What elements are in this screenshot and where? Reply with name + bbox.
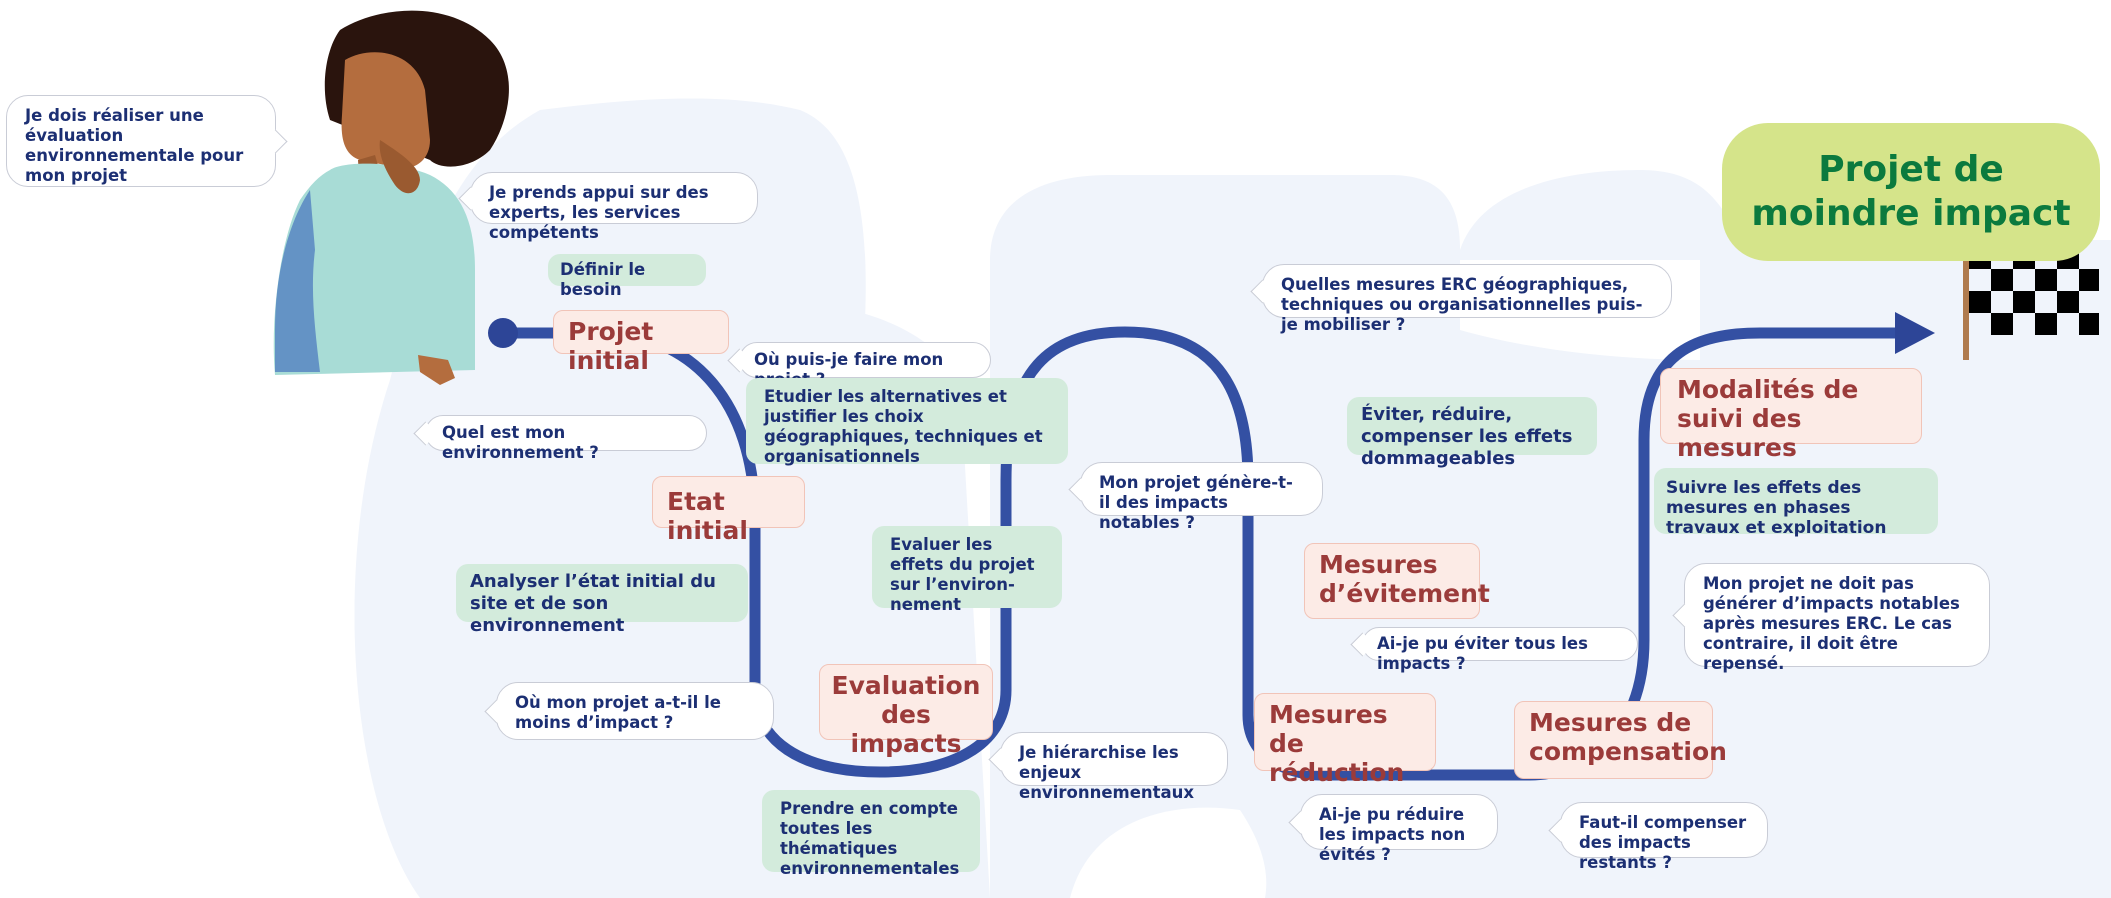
bubble-text: Quel est mon environnement ? (442, 423, 599, 462)
step-evaluation: Evaluation des impacts (819, 664, 993, 758)
action-text: Evaluer les effets du projet sur l’envir… (890, 535, 1035, 614)
step-compensation: Mesures de compensation (1514, 701, 1727, 779)
bubble-text: Je prends appui sur des experts, les ser… (489, 183, 709, 242)
action-definir-besoin: Définir le besoin (548, 254, 706, 299)
path-start-dot (488, 318, 518, 348)
step-evitement: Mesures d’évitement (1304, 543, 1490, 619)
path-arrow-icon (1895, 312, 1935, 354)
step-label: Mesures d’évitement (1319, 550, 1490, 608)
action-text: Suivre les effets des mesures en phases … (1666, 478, 1887, 538)
bubble-repense: Mon projet ne doit pas générer d’impacts… (1672, 563, 1990, 673)
bubble-evaluation-env: Je dois réaliser une évaluation environn… (6, 95, 288, 187)
bubble-impacts-notables: Mon projet génère-t-il des impacts notab… (1068, 462, 1323, 532)
action-text: Etudier les alternatives et justifier le… (764, 387, 1043, 466)
step-label: Projet initial (568, 317, 654, 375)
action-evaluer: Evaluer les effets du projet sur l’envir… (872, 526, 1062, 614)
bubble-ou-projet: Où puis-je faire mon projet ? (727, 342, 991, 389)
bubble-text: Je hiérarchise les enjeux environnementa… (1019, 743, 1195, 802)
action-suivre: Suivre les effets des mesures en phases … (1654, 468, 1938, 538)
step-suivi: Modalités de suivi des mesures (1660, 368, 1922, 462)
bubble-text: Faut-il compenser des impacts restants ? (1579, 813, 1747, 872)
bubble-text: Mon projet ne doit pas générer d’impacts… (1703, 574, 1960, 673)
action-analyser: Analyser l’état initial du site et de so… (456, 564, 748, 636)
action-text: Définir le besoin (560, 260, 646, 299)
step-projet-initial: Projet initial (553, 310, 729, 375)
goal-label: Projet de moindre impact (1751, 149, 2071, 234)
bubble-text: Mon projet génère-t-il des impacts notab… (1099, 473, 1293, 532)
step-label: Modalités de suivi des mesures (1677, 375, 1859, 462)
action-etudier: Etudier les alternatives et justifier le… (746, 378, 1068, 466)
bubble-text: Je dois réaliser une évaluation environn… (25, 106, 244, 185)
bubble-text: Ai-je pu réduire les impacts non évités … (1319, 805, 1466, 864)
step-reduction: Mesures de réduction (1254, 693, 1436, 787)
step-label: Evaluation des impacts (831, 671, 981, 758)
action-text: Prendre en compte toutes les thématiques… (780, 799, 960, 878)
step-etat-initial: Etat initial (652, 476, 805, 545)
bubble-experts: Je prends appui sur des experts, les ser… (458, 172, 758, 242)
bubble-moins-impact: Où mon projet a-t-il le moins d’impact ? (484, 682, 774, 740)
step-label: Etat initial (667, 487, 748, 545)
action-eviter-reduire: Éviter, réduire, compenser les effets do… (1347, 397, 1597, 469)
bubble-environnement: Quel est mon environnement ? (413, 415, 707, 462)
bubble-mesures-erc: Quelles mesures ERC géographiques, techn… (1250, 264, 1672, 334)
action-text: Analyser l’état initial du site et de so… (470, 571, 716, 636)
bubble-text: Où mon projet a-t-il le moins d’impact ? (515, 693, 721, 732)
bubble-eviter-impacts: Ai-je pu éviter tous les impacts ? (1350, 627, 1638, 673)
bubble-hierarchise: Je hiérarchise les enjeux environnementa… (988, 732, 1228, 802)
bubble-compenser-impacts: Faut-il compenser des impacts restants ? (1548, 802, 1768, 872)
person-illustration (273, 10, 509, 385)
step-label: Mesures de réduction (1269, 700, 1405, 787)
bubble-text: Quelles mesures ERC géographiques, techn… (1281, 275, 1643, 334)
bubble-reduire-impacts: Ai-je pu réduire les impacts non évités … (1288, 794, 1498, 864)
bubble-text: Ai-je pu éviter tous les impacts ? (1377, 634, 1588, 673)
step-label: Mesures de compensation (1529, 708, 1727, 766)
action-text: Éviter, réduire, compenser les effets do… (1361, 404, 1573, 469)
goal-projet-moindre-impact: Projet de moindre impact (1722, 123, 2100, 261)
action-prendre-compte: Prendre en compte toutes les thématiques… (762, 790, 980, 878)
